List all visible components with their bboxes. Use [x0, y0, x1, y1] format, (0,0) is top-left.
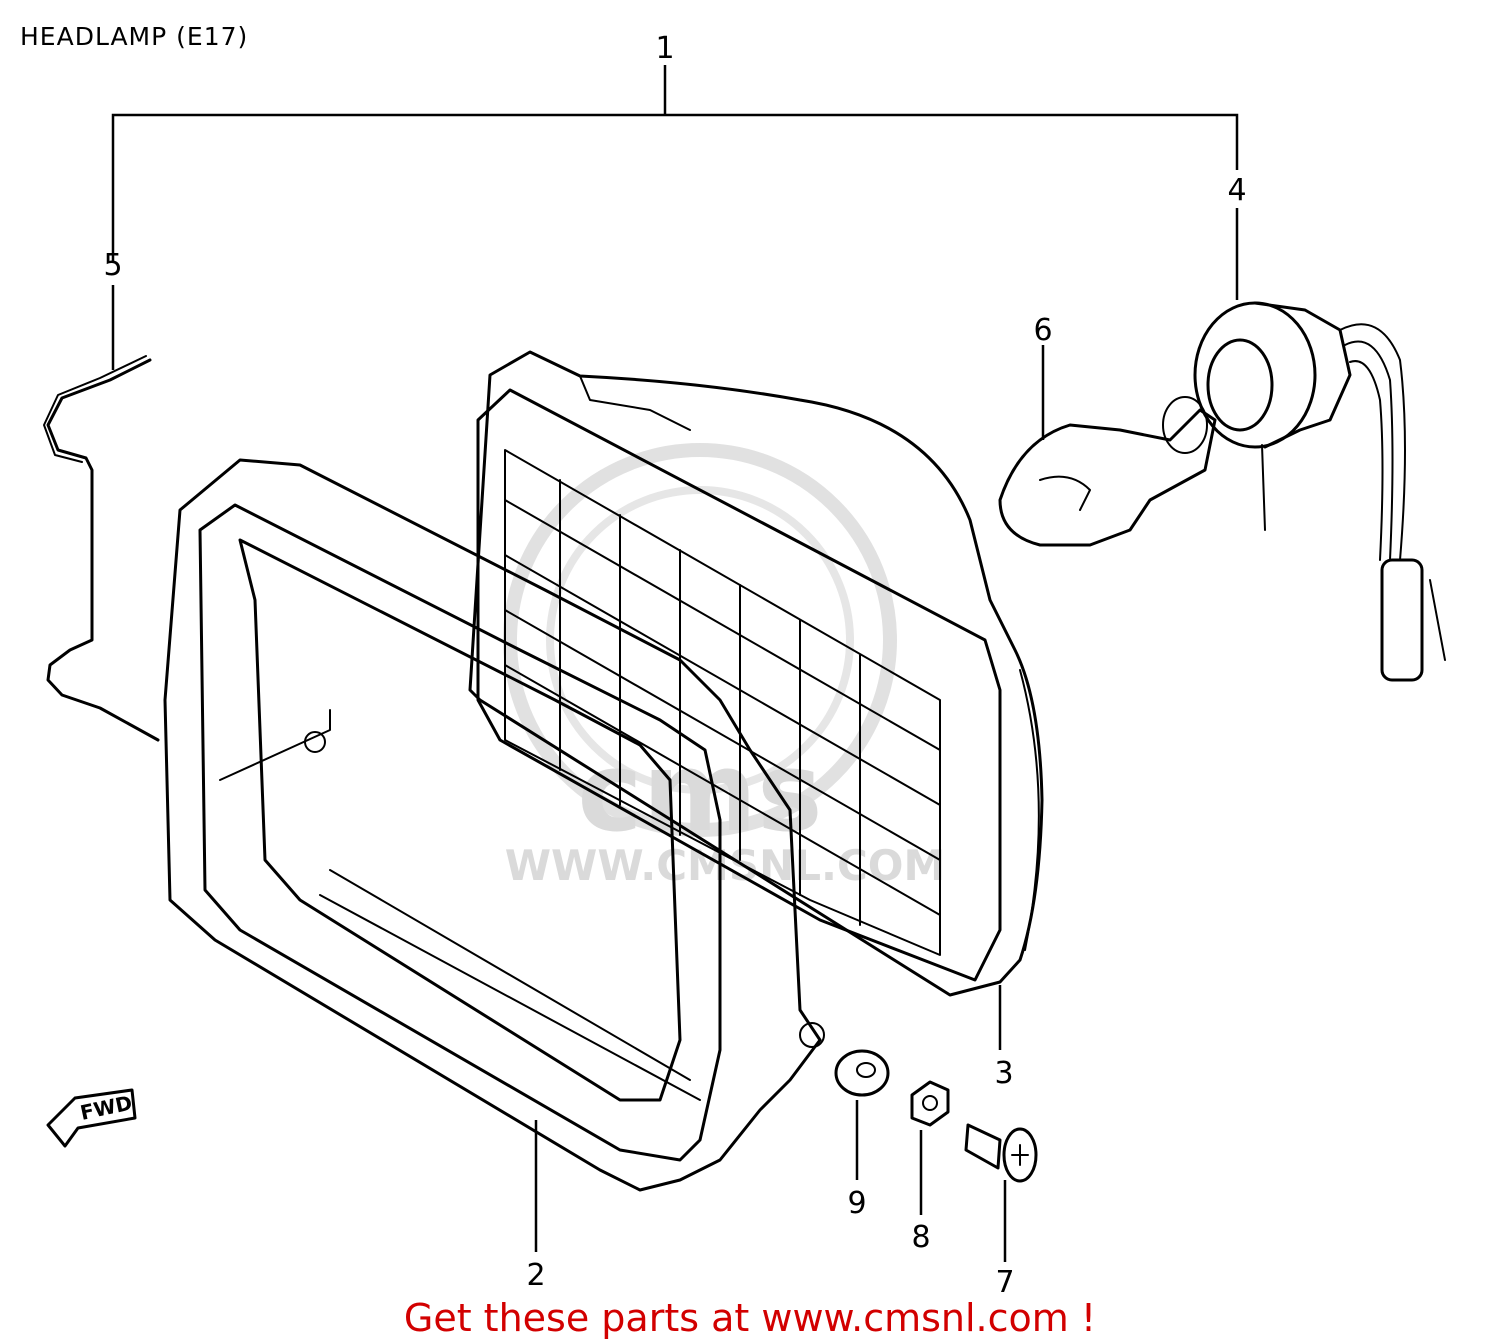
callout-6: 6 — [1033, 313, 1052, 348]
forward-direction-arrow: FWD — [46, 1088, 137, 1148]
watermark-brand: cms — [577, 728, 822, 856]
washer — [834, 1049, 890, 1097]
callout-5: 5 — [103, 248, 122, 283]
callout-numbers: 1 2 3 4 5 6 7 8 9 — [103, 31, 1246, 1300]
leader-lines — [111, 65, 1239, 1262]
diagram-title: HEADLAMP (E17) — [20, 22, 249, 51]
callout-4: 4 — [1227, 173, 1246, 208]
headlight-bulb — [998, 396, 1217, 547]
callout-1: 1 — [655, 31, 674, 66]
nut — [910, 1080, 950, 1127]
footer-link-text[interactable]: Get these parts at www.cmsnl.com ! — [403, 1296, 1097, 1340]
sealed-beam-unit — [468, 350, 1044, 997]
callout-8: 8 — [911, 1220, 930, 1255]
bulb-socket — [1193, 301, 1446, 682]
callout-3: 3 — [994, 1056, 1013, 1091]
screw — [964, 1123, 1038, 1183]
headlamp-rim — [163, 458, 825, 1192]
spring-clip — [43, 355, 160, 742]
callout-2: 2 — [526, 1258, 545, 1293]
callout-9: 9 — [847, 1186, 866, 1221]
callout-7: 7 — [995, 1265, 1014, 1300]
